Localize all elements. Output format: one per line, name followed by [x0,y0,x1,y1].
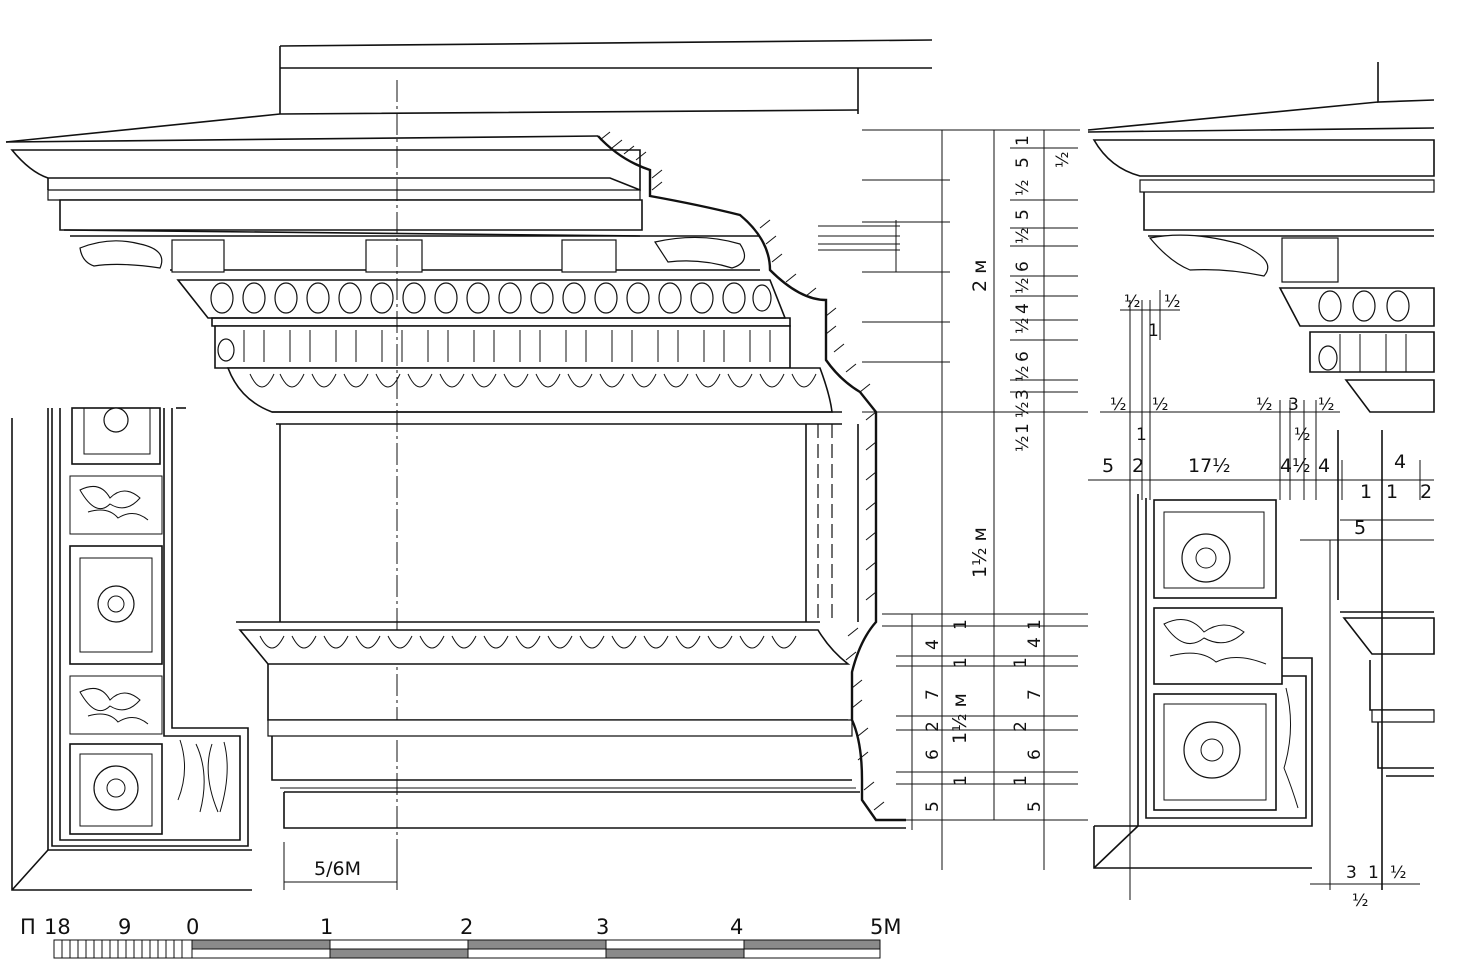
dimension-lines [818,129,1088,870]
svg-text:½: ½ [1013,318,1033,334]
dentil-row [217,330,771,362]
scale-label-9: 9 [118,915,131,939]
svg-text:3: 3 [1288,395,1299,415]
coffer-3 [69,743,163,835]
scale-label-0: 0 [186,915,199,939]
svg-text:5: 5 [1013,209,1033,220]
svg-text:17½: 17½ [1188,455,1231,477]
svg-text:½: ½ [1294,425,1310,445]
svg-text:6: 6 [1013,261,1033,272]
entablature-elevation: 5/6М [5,39,933,890]
svg-text:4½: 4½ [1280,455,1311,477]
svg-text:½: ½ [1013,180,1033,196]
svg-text:½: ½ [1013,402,1033,418]
svg-text:1: 1 [1011,657,1031,668]
svg-text:6: 6 [1025,749,1045,760]
scale-bar: П 18 9 0 1 2 3 4 5М [20,915,901,959]
cornice-dimension-labels: 1 5 ½ ½ 5 ½ 6 ½ 4 ½ 6 ½ 3 ½ 1 ½ [1013,135,1073,452]
svg-text:½: ½ [1013,366,1033,382]
svg-text:½: ½ [1256,395,1272,415]
scale-label-5m: 5М [870,915,901,939]
svg-text:5: 5 [1025,801,1045,812]
svg-text:½: ½ [1124,292,1140,312]
svg-text:½: ½ [1013,228,1033,244]
svg-text:1: 1 [1136,425,1147,445]
svg-text:7: 7 [1025,689,1045,700]
scale-label-3: 3 [596,915,609,939]
svg-text:½: ½ [1164,292,1180,312]
soffit-leaf-panel [69,675,163,735]
svg-text:5: 5 [1102,455,1114,477]
svg-text:4: 4 [1394,451,1406,473]
svg-text:2: 2 [1132,455,1144,477]
egg-and-dart-row [210,282,772,314]
svg-text:1: 1 [951,775,971,786]
svg-text:1: 1 [1011,775,1031,786]
leaf-ornament-row [249,373,817,388]
scale-prefix: П [20,915,36,939]
svg-text:1: 1 [951,619,971,630]
architrave-dimension-labels-right: 1 4 1 7 2 6 1 5 [1011,619,1045,812]
soffit-leaf-panel [69,475,163,535]
module-dimension-label: 5/6М [314,858,361,880]
svg-text:1: 1 [1025,619,1045,630]
corner-detail [1087,62,1435,890]
svg-text:½: ½ [1013,278,1033,294]
svg-text:4: 4 [1318,455,1330,477]
svg-text:2: 2 [923,721,943,732]
scale-label-18: 18 [44,915,71,939]
modillion-row [79,236,746,273]
svg-text:4: 4 [1013,303,1033,314]
svg-text:3: 3 [1013,389,1033,400]
plan-dimension-lines [1088,290,1434,900]
svg-text:1: 1 [1360,481,1372,503]
scale-label-4: 4 [730,915,743,939]
svg-text:6: 6 [923,749,943,760]
svg-text:½: ½ [1152,395,1168,415]
scale-subdivision [53,939,193,959]
architrave-height-label: 1½ м [949,693,971,744]
architrave-dimension-labels-left: 1 4 1 7 2 6 1 5 [923,619,971,812]
svg-text:5: 5 [923,801,943,812]
svg-text:1: 1 [1013,423,1033,434]
coffer-2 [69,545,163,665]
svg-text:2: 2 [1011,721,1031,732]
coffer-1 [71,407,161,465]
svg-text:½: ½ [1110,395,1126,415]
svg-text:4: 4 [1025,637,1045,648]
svg-text:4: 4 [923,639,943,650]
soffit-plan [11,407,252,891]
svg-text:2: 2 [1420,481,1432,503]
scale-label-2: 2 [460,915,473,939]
svg-text:5: 5 [1354,517,1366,539]
svg-text:1: 1 [1386,481,1398,503]
svg-text:½: ½ [1390,863,1406,883]
svg-text:1: 1 [951,657,971,668]
scale-label-1: 1 [320,915,333,939]
plan-dimension-labels: ½ ½ 1 ½ ½ ½ 3 ½ 1 ½ 5 2 17½ 4½ 4 4 1 1 2… [1102,292,1432,911]
svg-text:½: ½ [1053,152,1073,168]
cornice-height-label: 2 м [969,260,991,292]
svg-text:6: 6 [1013,351,1033,362]
svg-text:7: 7 [923,689,943,700]
svg-text:½: ½ [1013,436,1033,452]
architrave-ornament [259,635,797,649]
svg-text:½: ½ [1318,395,1334,415]
svg-text:3: 3 [1346,863,1357,883]
svg-text:1: 1 [1013,135,1033,146]
frieze-height-label: 1½ м [969,527,991,578]
svg-text:1: 1 [1148,321,1159,341]
svg-text:1: 1 [1368,863,1379,883]
svg-text:5: 5 [1013,157,1033,168]
svg-text:½: ½ [1352,891,1368,911]
